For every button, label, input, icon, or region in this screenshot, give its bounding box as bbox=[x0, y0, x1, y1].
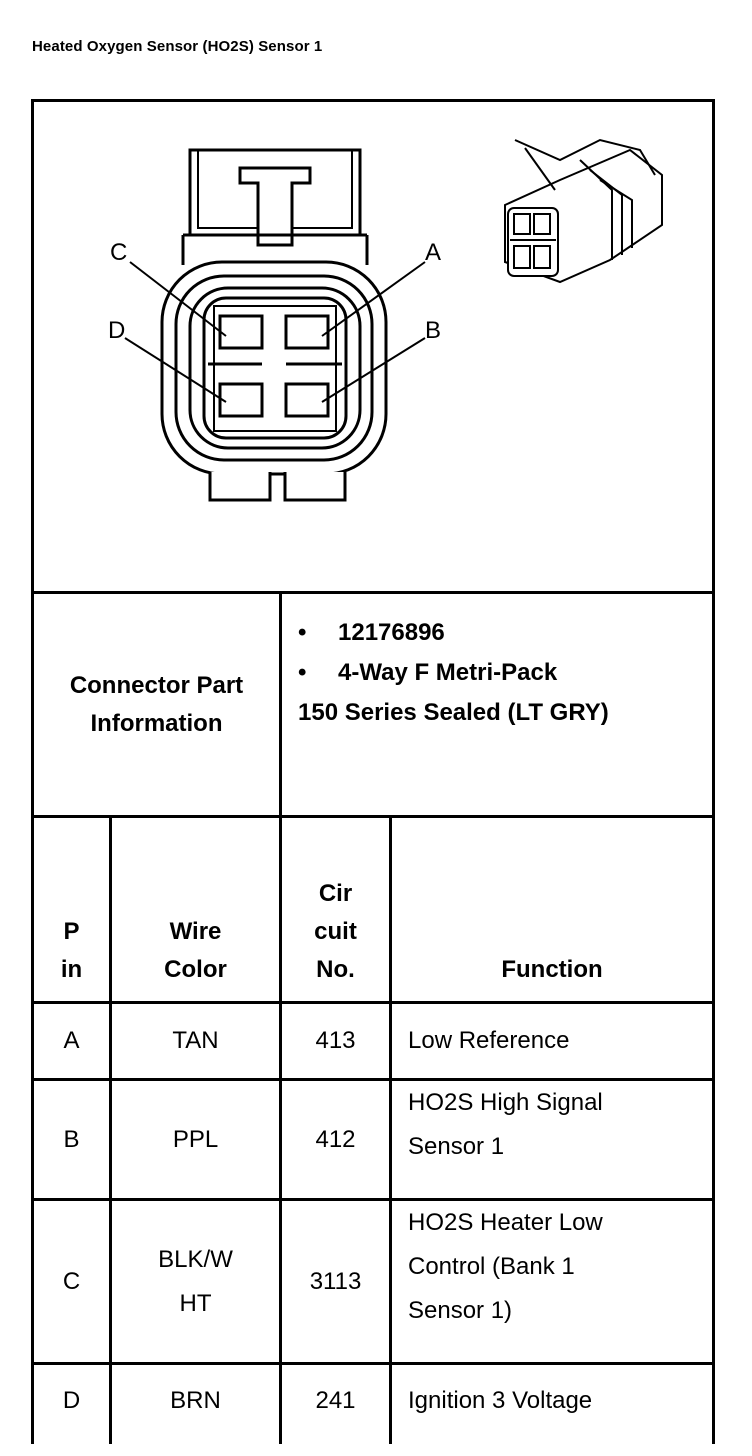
connector-type: 4-Way F Metri-Pack bbox=[338, 659, 558, 686]
row-divider bbox=[31, 815, 715, 818]
row-divider bbox=[31, 1198, 715, 1201]
row-c-pin: C bbox=[62, 1267, 81, 1295]
row-divider bbox=[31, 1078, 715, 1081]
row-divider bbox=[31, 591, 715, 594]
part-number: 12176896 bbox=[338, 619, 445, 646]
row-d-wire: BRN bbox=[170, 1387, 221, 1414]
row-a-wire: TAN bbox=[172, 1027, 219, 1054]
connector-table-frame bbox=[31, 99, 715, 1444]
row-d-pin: D bbox=[62, 1387, 81, 1414]
connector-series: 150 Series Sealed (LT GRY) bbox=[298, 699, 609, 726]
column-divider bbox=[279, 593, 282, 817]
part-info-label-line2: Information bbox=[90, 709, 223, 737]
connector-part-info-label: Connector Part Information bbox=[34, 594, 279, 815]
pin-label-c: C bbox=[110, 239, 127, 266]
column-divider bbox=[389, 817, 392, 1444]
row-c-circuit: 3113 bbox=[309, 1267, 362, 1295]
row-b-pin: B bbox=[63, 1125, 80, 1153]
row-divider bbox=[31, 1001, 715, 1004]
row-a-pin: A bbox=[63, 1027, 80, 1054]
pin-label-d: D bbox=[108, 317, 125, 344]
column-divider bbox=[279, 817, 282, 1444]
row-b-wire: PPL bbox=[172, 1125, 219, 1153]
pin-label-b: B bbox=[425, 317, 441, 344]
row-divider bbox=[31, 1362, 715, 1365]
column-divider bbox=[109, 817, 112, 1444]
pin-label-a: A bbox=[425, 239, 441, 266]
row-d-circuit: 241 bbox=[315, 1387, 356, 1414]
row-a-function: Low Reference bbox=[408, 1027, 570, 1054]
row-a-circuit: 413 bbox=[315, 1027, 356, 1054]
row-d-function: Ignition 3 Voltage bbox=[408, 1387, 593, 1414]
row-b-circuit: 412 bbox=[315, 1125, 356, 1153]
part-info-label-line1: Connector Part bbox=[69, 671, 244, 699]
header-function: Function bbox=[501, 956, 603, 983]
connector-part-info-values: •12176896 •4-Way F Metri-Pack 150 Series… bbox=[298, 613, 609, 733]
page-title: Heated Oxygen Sensor (HO2S) Sensor 1 bbox=[32, 38, 323, 55]
connector-face-diagram: C A D B bbox=[108, 138, 663, 502]
